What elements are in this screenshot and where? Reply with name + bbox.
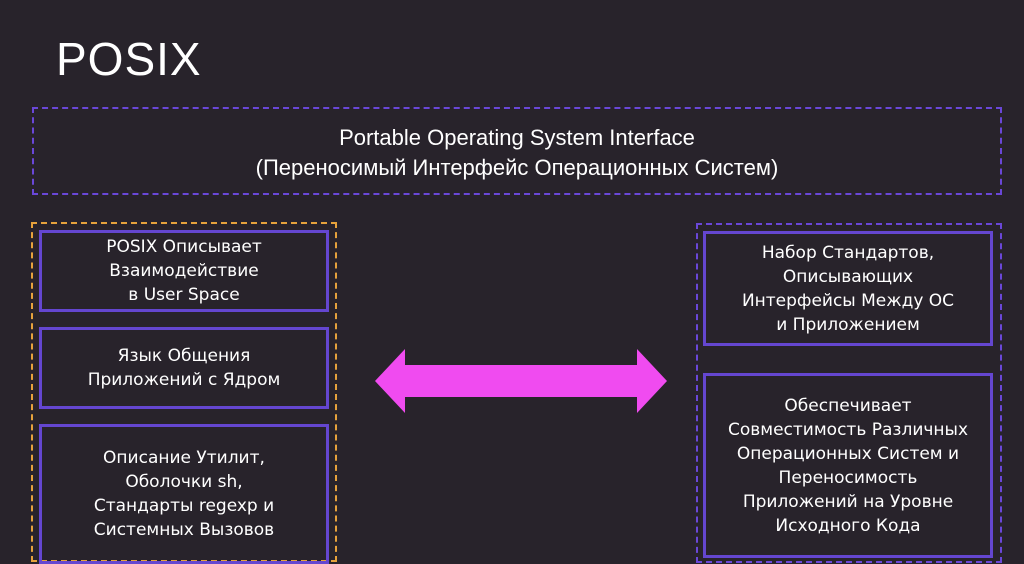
definition-box: Portable Operating System Interface (Пер…	[32, 107, 1002, 195]
left-card-user-space: POSIX Описывает Взаимодействие в User Sp…	[39, 230, 329, 312]
definition-line-english: Portable Operating System Interface	[339, 125, 695, 150]
left-card-utilities: Описание Утилит, Оболочки sh, Стандарты …	[39, 424, 329, 564]
right-card-text: Набор Стандартов, Описывающих Интерфейсы…	[741, 242, 955, 335]
left-card-kernel-language: Язык Общения Приложений с Ядром	[39, 327, 329, 409]
definition-line-russian: (Переносимый Интерфейс Операционных Сист…	[255, 155, 779, 180]
slide-title: POSIX	[56, 33, 202, 85]
left-card-text: Описание Утилит, Оболочки sh, Стандарты …	[93, 448, 275, 540]
left-card-text: POSIX Описывает Взаимодействие в User Sp…	[106, 237, 262, 305]
right-card-standards: Набор Стандартов, Описывающих Интерфейсы…	[703, 231, 993, 346]
left-card-text: Язык Общения Приложений с Ядром	[87, 346, 281, 390]
right-card-compatibility: Обеспечивает Совместимость Различных Опе…	[703, 373, 993, 558]
double-arrow-icon	[375, 349, 667, 413]
right-card-text: Обеспечивает Совместимость Различных Опе…	[727, 395, 969, 536]
